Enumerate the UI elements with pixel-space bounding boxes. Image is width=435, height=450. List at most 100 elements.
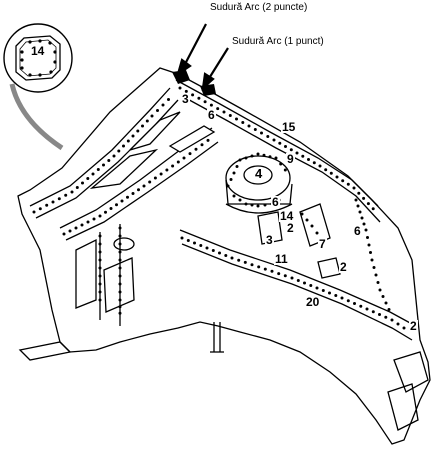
weld-spot <box>199 244 203 247</box>
weld-spot <box>402 326 406 330</box>
weld-spot <box>279 162 283 166</box>
weld-spot <box>222 110 226 114</box>
weld-spot <box>374 273 378 277</box>
weld-spot <box>118 282 122 286</box>
weld-spot <box>118 298 122 302</box>
weld-spot <box>384 301 388 305</box>
weld-spot <box>120 199 124 203</box>
weld-spot <box>263 203 267 207</box>
weld-spot <box>366 202 370 206</box>
weld-spot <box>224 254 228 257</box>
weld-spot <box>232 194 236 198</box>
weld-spot <box>303 281 306 285</box>
part-number-4: 4 <box>255 166 263 181</box>
weld-spot <box>68 229 72 233</box>
part-number-14-mid: 14 <box>279 209 295 223</box>
weld-spot <box>115 203 118 207</box>
weld-spot <box>86 220 90 224</box>
weld-spot <box>241 121 245 124</box>
weld-spot <box>257 265 261 269</box>
weld-spot <box>98 282 102 286</box>
weld-spot <box>142 184 146 188</box>
weld-spot <box>277 272 281 276</box>
weld-spot <box>384 315 388 319</box>
weld-spot <box>335 175 339 179</box>
weld-spot <box>81 181 84 185</box>
weld-spot <box>253 128 257 131</box>
weld-spot <box>268 155 272 159</box>
weld-spot <box>262 153 266 157</box>
weld-spot <box>371 207 375 211</box>
weld-spot <box>266 135 270 138</box>
weld-spot <box>203 100 207 104</box>
weld-spot <box>165 168 169 172</box>
weld-spot <box>197 96 201 100</box>
weld-spot <box>186 239 190 242</box>
weld-spot <box>80 223 84 227</box>
weld-one-point-label: Sudură Arc (1 punct) <box>232 36 324 47</box>
part-number-6-mid: 6 <box>271 195 280 209</box>
weld-spot <box>334 294 338 297</box>
weld-spot <box>205 246 209 250</box>
weld-spot <box>98 266 102 270</box>
weld-spot <box>230 256 234 260</box>
weld-spot <box>141 124 144 128</box>
part-number-20: 20 <box>305 295 321 309</box>
part-number-15: 15 <box>281 120 297 134</box>
weld-spot <box>341 179 345 183</box>
weld-spot <box>98 250 102 254</box>
weld-spot <box>362 222 366 226</box>
weld-spot <box>118 311 122 315</box>
weld-spot <box>118 234 122 238</box>
part-number-9: 9 <box>286 152 295 166</box>
weld-spot <box>238 198 242 202</box>
weld-spot <box>289 148 293 152</box>
weld-spot <box>346 182 350 186</box>
weld-spot <box>244 156 248 160</box>
weld-spot <box>274 156 278 160</box>
weld-spot <box>218 251 221 255</box>
weld-spot <box>367 243 371 247</box>
weld-spot <box>182 156 186 160</box>
weld-spot <box>98 290 102 294</box>
weld-spot <box>312 161 316 165</box>
weld-spot <box>250 154 254 158</box>
part-number-3-top: 3 <box>181 92 190 106</box>
weld-spot <box>290 276 294 280</box>
weld-spot <box>372 266 376 269</box>
weld-spot <box>229 178 233 181</box>
weld-spot <box>256 204 260 208</box>
weld-spot <box>272 138 276 142</box>
weld-spot <box>118 250 122 254</box>
weld-spot <box>150 114 154 118</box>
weld-spot <box>211 249 215 252</box>
weld-spot <box>148 180 152 184</box>
weld-spot <box>32 210 36 214</box>
weld-spot <box>283 168 287 172</box>
weld-spot-markers <box>32 86 406 330</box>
weld-spot <box>118 258 122 262</box>
weld-spot <box>235 117 238 121</box>
weld-spot <box>98 242 102 246</box>
weld-spot <box>232 171 236 175</box>
weld-spot <box>324 168 328 172</box>
weld-spot <box>283 274 287 278</box>
weld-spot <box>356 204 360 208</box>
weld-spot <box>193 241 196 245</box>
weld-spot <box>359 304 363 308</box>
weld-spot <box>118 305 122 309</box>
weld-spot <box>396 322 400 326</box>
weld-spot <box>178 86 182 90</box>
callout-arrows <box>176 23 229 91</box>
inset-part-label: 14 <box>31 44 45 58</box>
weld-spot <box>156 109 159 112</box>
weld-two-points-label: Sudură Arc (2 puncte) <box>210 2 308 13</box>
weld-spot <box>98 258 102 262</box>
weld-spot <box>238 158 242 162</box>
weld-spot <box>378 313 381 316</box>
weld-spot <box>250 263 254 267</box>
weld-spot <box>353 302 356 305</box>
weld-spot <box>318 164 322 168</box>
weld-spot <box>226 184 230 188</box>
weld-spot <box>171 164 175 168</box>
